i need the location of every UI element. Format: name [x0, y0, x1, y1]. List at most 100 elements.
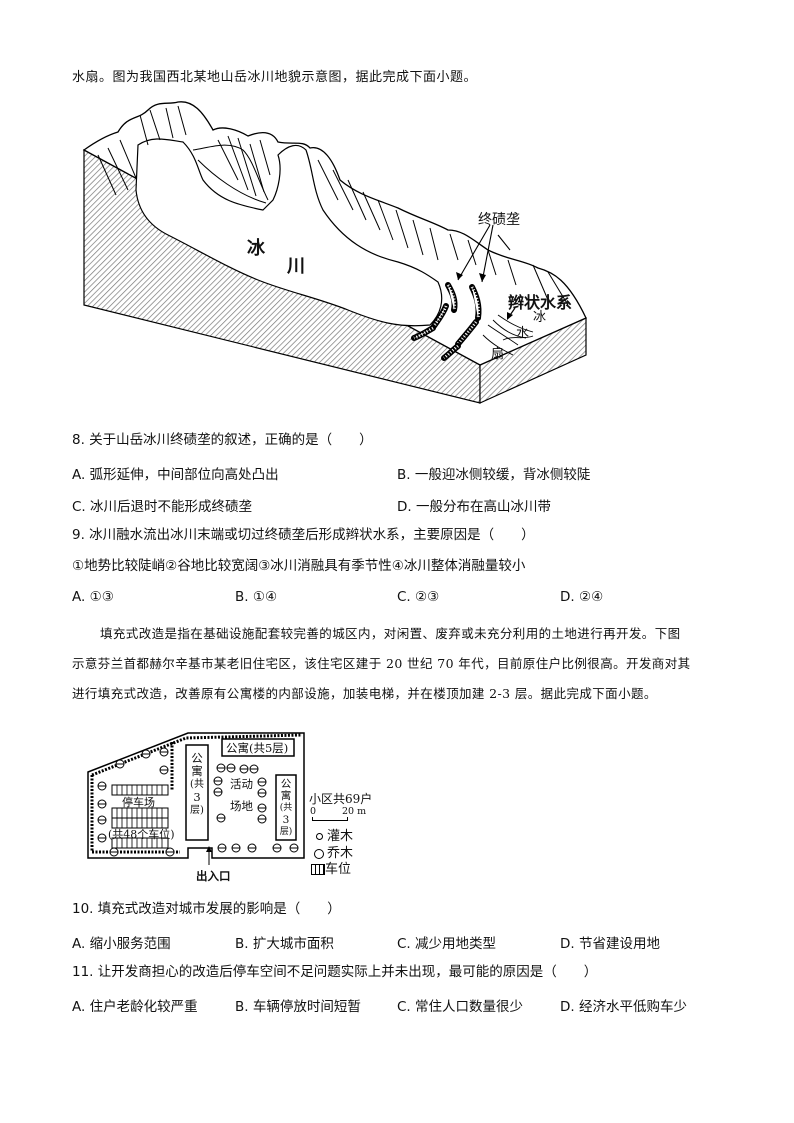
passage-line-3: 进行填充式改造，改善原有公寓楼的内部设施，加装电梯，并在楼顶加建 2-3 层。据…: [72, 686, 657, 701]
outwash-fan-label-3: 扇: [491, 347, 505, 362]
apartment-5f-label: 公寓(共5层): [226, 741, 289, 755]
q8-option-b[interactable]: B. 一般迎冰侧较缓，背冰侧较陡: [397, 463, 590, 483]
option-label: C.: [72, 499, 86, 515]
option-text: 常住人口数量很少: [415, 999, 524, 1015]
legend-label: 灌木: [327, 829, 354, 844]
legend-label: 乔木: [327, 846, 354, 861]
parking-space-icon: [311, 864, 325, 875]
scale-line: [312, 817, 348, 821]
q9-statements: ①地势比较陡峭②谷地比较宽阔③冰川消融具有季节性④冰川整体消融量较小: [72, 558, 526, 574]
q11-option-a[interactable]: A. 住户老龄化较严重: [72, 995, 198, 1015]
q10-option-d[interactable]: D. 节省建设用地: [560, 932, 660, 952]
option-text: 一般迎冰侧较缓，背冰侧较陡: [414, 467, 591, 483]
q9-stem: 9. 冰川融水流出冰川末端或切过终碛垄后形成辫状水系，主要原因是（ ）: [72, 527, 535, 543]
option-label: C.: [397, 999, 411, 1015]
q10-option-a[interactable]: A. 缩小服务范围: [72, 932, 171, 952]
households-label: 小区共69户: [309, 792, 373, 806]
option-label: C.: [397, 589, 411, 605]
option-text: 弧形延伸，中间部位向高处凸出: [89, 467, 279, 483]
scale-bar: 0 20 m: [310, 806, 370, 821]
option-label: D.: [560, 999, 575, 1015]
option-label: B.: [235, 999, 249, 1015]
legend-parking-space: 车位: [311, 858, 351, 877]
q8-option-c[interactable]: C. 冰川后退时不能形成终碛垄: [72, 495, 252, 515]
q10-option-b[interactable]: B. 扩大城市面积: [235, 932, 334, 952]
label-char: 3: [193, 790, 201, 804]
q9-option-a[interactable]: A. ①③: [72, 589, 114, 605]
option-text: 经济水平低购车少: [578, 999, 687, 1015]
q10-stem: 10. 填充式改造对城市发展的影响是（ ）: [72, 901, 341, 917]
label-char: 3: [282, 814, 290, 826]
scale-twenty: 20 m: [342, 806, 367, 817]
label-char: (共: [190, 779, 204, 790]
option-label: A.: [72, 999, 86, 1015]
terminal-moraine-label: 终碛垄: [478, 212, 520, 228]
option-text: 一般分布在高山冰川带: [415, 499, 551, 515]
option-label: D.: [397, 499, 412, 515]
option-text: 扩大城市面积: [252, 936, 334, 952]
glacier-label-1: 冰: [247, 238, 265, 259]
legend-label: 车位: [325, 862, 352, 877]
glacier-label-2: 川: [287, 256, 305, 277]
label-char: (共: [279, 803, 293, 813]
q8-option-d[interactable]: D. 一般分布在高山冰川带: [397, 495, 551, 515]
site-plan-svg: [87, 732, 305, 865]
passage-line-1: 填充式改造是指在基础设施配套较完善的城区内，对闲置、废弃或未充分利用的土地进行再…: [100, 626, 681, 641]
label-char: 寓: [191, 764, 203, 778]
q11-option-c[interactable]: C. 常住人口数量很少: [397, 995, 523, 1015]
option-text: 减少用地类型: [415, 936, 497, 952]
q11-option-d[interactable]: D. 经济水平低购车少: [560, 995, 687, 1015]
q11-stem: 11. 让开发商担心的改造后停车空间不足问题实际上并未出现，最可能的原因是（ ）: [72, 964, 598, 980]
option-label: A.: [72, 589, 86, 605]
outwash-fan-label-2: 水: [516, 326, 530, 341]
option-text: ②③: [415, 589, 440, 605]
entrance-label: 出入口: [196, 869, 231, 883]
option-text: 冰川后退时不能形成终碛垄: [90, 499, 253, 515]
apartment-3f-right-label: 公 寓 (共 3 层): [278, 778, 294, 838]
label-char: 层): [190, 805, 204, 816]
glacier-landform-diagram: 冰 川 终碛垄 辫状水系 冰 水 扇: [78, 100, 618, 410]
option-label: A.: [72, 936, 86, 952]
q9-option-d[interactable]: D. ②④: [560, 589, 603, 605]
q8-stem: 8. 关于山岳冰川终碛垄的叙述，正确的是（ ）: [72, 432, 373, 448]
outwash-fan-label-1: 冰: [533, 310, 547, 325]
intro-text: 水扇。图为我国西北某地山岳冰川地貌示意图，据此完成下面小题。: [72, 70, 478, 85]
parking-lot-label: 停车场: [122, 796, 155, 809]
option-text: 缩小服务范围: [89, 936, 171, 952]
legend-tree: 乔木: [314, 842, 353, 861]
activity-area-label-2: 场地: [230, 799, 253, 813]
q9-option-c[interactable]: C. ②③: [397, 589, 439, 605]
apartment-3f-left-label: 公 寓 (共 3 层): [189, 752, 205, 817]
option-label: C.: [397, 936, 411, 952]
option-text: 节省建设用地: [578, 936, 660, 952]
option-text: 住户老龄化较严重: [89, 999, 198, 1015]
option-label: B.: [397, 467, 411, 483]
label-char: 层): [279, 827, 293, 837]
q8-option-a[interactable]: A. 弧形延伸，中间部位向高处凸出: [72, 463, 279, 483]
glacier-diagram-svg: [82, 101, 587, 404]
legend-shrub: 灌木: [316, 825, 353, 844]
parking-count-label: (共48个车位): [108, 828, 175, 841]
activity-area-label-1: 活动: [230, 777, 253, 791]
q11-option-b[interactable]: B. 车辆停放时间短暂: [235, 995, 361, 1015]
q9-option-b[interactable]: B. ①④: [235, 589, 277, 605]
label-char: 寓: [280, 790, 292, 802]
braided-river-label: 辫状水系: [508, 293, 573, 312]
option-text: ②④: [578, 589, 604, 605]
passage-line-2: 示意芬兰首都赫尔辛基市某老旧住宅区，该住宅区建于 20 世纪 70 年代，目前原…: [72, 656, 691, 671]
option-label: A.: [72, 467, 86, 483]
scale-zero: 0: [310, 806, 317, 817]
label-char: 公: [280, 778, 292, 790]
option-label: B.: [235, 936, 249, 952]
option-label: D.: [560, 936, 575, 952]
q10-option-c[interactable]: C. 减少用地类型: [397, 932, 496, 952]
option-text: ①③: [89, 589, 114, 605]
option-text: 车辆停放时间短暂: [252, 999, 361, 1015]
option-text: ①④: [252, 589, 278, 605]
shrub-icon: [316, 833, 323, 840]
residential-area-map: 公寓(共5层) 公 寓 (共 3 层) 公 寓 (共 3 层) 停车场 (共48…: [76, 730, 396, 885]
label-char: 公: [191, 751, 203, 765]
option-label: D.: [560, 589, 575, 605]
option-label: B.: [235, 589, 249, 605]
tree-icon: [314, 848, 324, 859]
